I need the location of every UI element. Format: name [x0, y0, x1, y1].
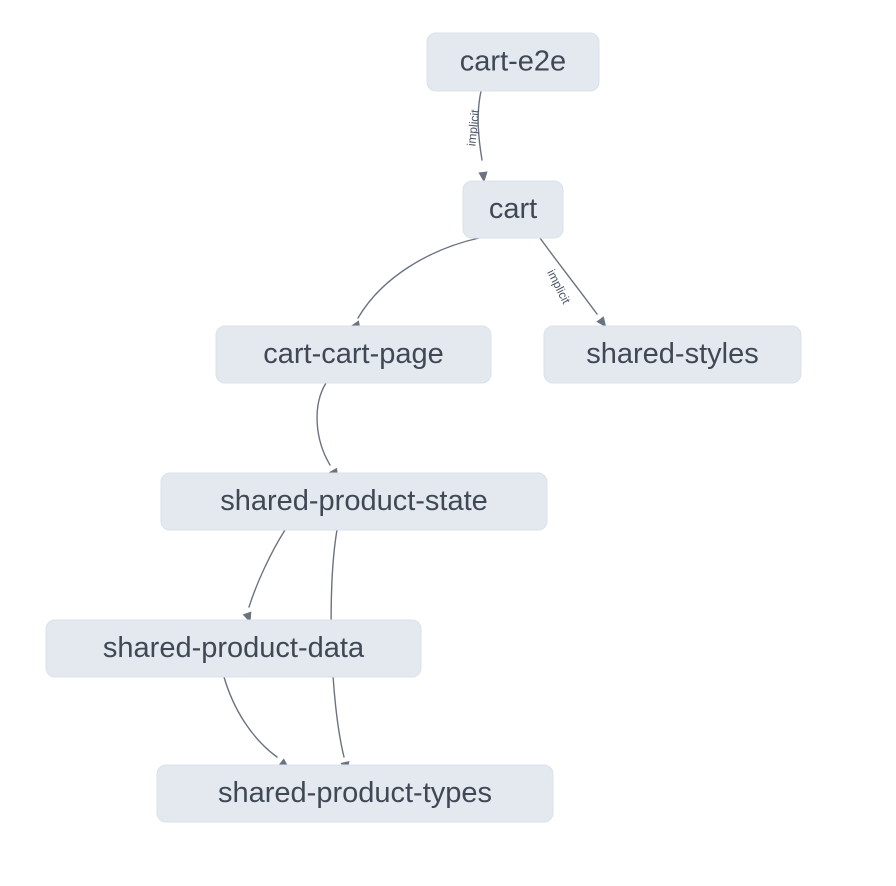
graph-nodes-layer: cart-e2e cart cart-cart-page shared-styles s…	[45, 32, 802, 823]
edge-label-cart-e2e-to-cart: implicit	[464, 108, 482, 147]
arrow-cart-e2e-cart	[478, 171, 488, 183]
node-label-shared-styles: shared-styles	[586, 338, 758, 370]
node-box-cart-cart-page[interactable]	[215, 325, 492, 384]
edge-cart-cart-cart-page	[357, 237, 480, 319]
edge-cart-shared-styles	[539, 237, 598, 315]
graph-arrowheads-layer	[242, 171, 607, 773]
node-box-shared-product-state[interactable]	[160, 472, 548, 531]
edge-shared-product-state-shared-product-data	[248, 529, 286, 608]
node-label-cart-e2e: cart-e2e	[460, 46, 566, 78]
graph-node-shared-styles[interactable]: shared-styles	[543, 325, 802, 384]
node-box-shared-styles[interactable]	[543, 325, 802, 384]
node-box-cart[interactable]	[462, 180, 564, 239]
edge-cart-e2e-cart	[477, 90, 483, 161]
node-box-shared-product-data[interactable]	[45, 619, 422, 678]
graph-node-shared-product-state[interactable]: shared-product-state	[160, 472, 548, 531]
edge-label-cart-to-shared-styles: implicit	[544, 267, 573, 307]
edge-cart-cart-page-shared-product-state	[316, 382, 331, 466]
node-label-cart-cart-page: cart-cart-page	[263, 338, 444, 370]
node-box-cart-e2e[interactable]	[426, 32, 600, 92]
node-label-cart: cart	[489, 193, 537, 225]
node-label-shared-product-state: shared-product-state	[220, 485, 488, 517]
graph-node-cart-e2e[interactable]: cart-e2e	[426, 32, 600, 92]
node-label-shared-product-data: shared-product-data	[103, 632, 365, 664]
node-label-shared-product-types: shared-product-types	[218, 777, 492, 809]
graph-node-shared-product-data[interactable]: shared-product-data	[45, 619, 422, 678]
graph-node-cart-cart-page[interactable]: cart-cart-page	[215, 325, 492, 384]
graph-node-cart[interactable]: cart	[462, 180, 564, 239]
graph-node-shared-product-types[interactable]: shared-product-types	[156, 764, 554, 823]
edge-shared-product-data-shared-product-types	[223, 676, 278, 758]
arrow-cart-shared-styles	[596, 316, 607, 328]
node-box-shared-product-types[interactable]	[156, 764, 554, 823]
